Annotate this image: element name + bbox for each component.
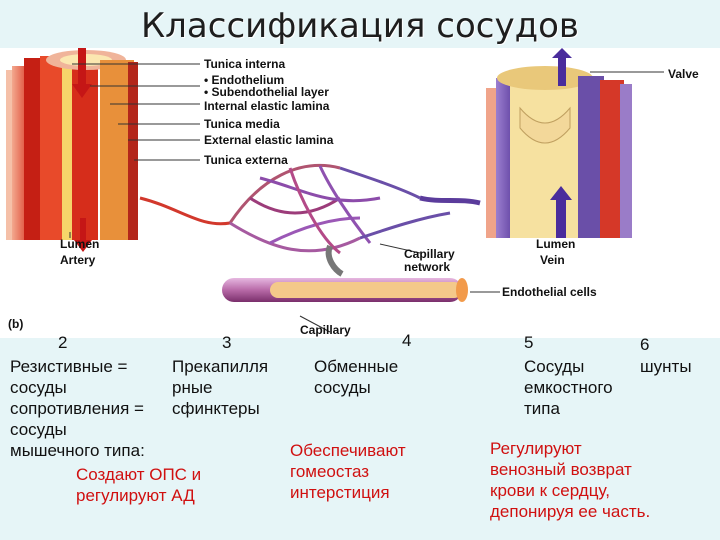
down-arrow-icon	[325, 244, 344, 277]
number-3: 3	[222, 333, 232, 352]
vessel-illustration	[6, 48, 664, 333]
label-vein: Vein	[540, 253, 565, 267]
label-tunica-externa: Tunica externa	[204, 153, 288, 167]
label-capillary: Capillary	[300, 323, 351, 337]
label-tunica-media: Tunica media	[204, 117, 280, 131]
capillary-tube-drawing	[222, 278, 468, 302]
vein-drawing	[486, 48, 632, 238]
label-valve: Valve	[668, 67, 699, 81]
label-lumen-vein: Lumen	[536, 237, 576, 251]
label-capillary-network: Capillary network	[404, 247, 455, 274]
page-title: Классификация сосудов	[141, 6, 579, 46]
label-endothelium: • Endothelium	[204, 73, 285, 87]
number-4: 4	[402, 331, 412, 350]
label-internal-elastic: Internal elastic lamina	[204, 99, 330, 113]
artery-drawing	[6, 48, 138, 252]
number-5: 5	[524, 333, 534, 352]
label-subendothelial: • Subendothelial layer	[204, 85, 329, 99]
capacitive-vessels-note: Регулируют венозный возврат крови к серд…	[490, 439, 651, 521]
label-external-elastic: External elastic lamina	[204, 133, 334, 147]
number-2: 2	[58, 333, 68, 352]
exchange-vessels-note: Обеспечивают гомеостаз интерстиция	[290, 441, 406, 502]
label-lumen-artery: Lumen	[60, 237, 100, 251]
shunts-text: шунты	[640, 357, 692, 376]
number-6: 6	[640, 335, 650, 354]
label-panel-b: (b)	[8, 317, 24, 331]
label-tunica-interna: Tunica interna	[204, 57, 286, 71]
vessel-diagram: Tunica interna • Endothelium • Subendoth…	[0, 48, 720, 338]
precapillary-sphincters-text: Прекапилля рные сфинктеры	[172, 357, 269, 418]
capacitive-vessels-text: Сосуды емкостного типа	[524, 357, 613, 418]
label-endothelial-cells: Endothelial cells	[502, 285, 597, 299]
capillary-network-drawing	[139, 163, 481, 255]
resistive-vessels-text: Резистивные = сосуды сопротивления = сос…	[10, 357, 145, 460]
exchange-vessels-text: Обменные сосуды	[314, 357, 399, 397]
label-artery: Artery	[60, 253, 96, 267]
resistive-vessels-note: Создают ОПС и регулируют АД	[76, 465, 202, 505]
